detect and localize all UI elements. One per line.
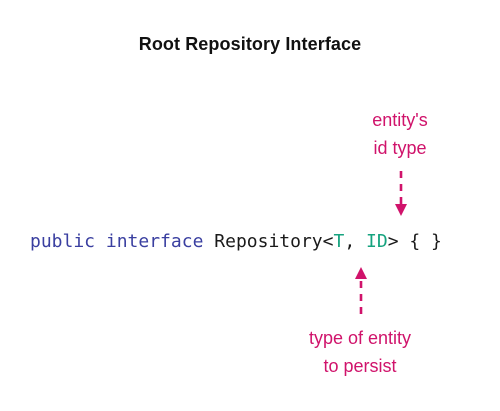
- type-param-id: ID: [366, 231, 388, 252]
- arrow-up-icon: [355, 267, 367, 317]
- type-param-t: T: [333, 231, 345, 252]
- entity-type-annotation-line2: to persist: [323, 356, 397, 376]
- id-type-annotation-line2: id type: [373, 138, 427, 158]
- keyword-public: public: [30, 231, 96, 252]
- keyword-interface: interface: [105, 231, 204, 252]
- entity-type-annotation: type of entity to persist: [270, 324, 450, 380]
- arrow-down-icon: [395, 171, 407, 216]
- id-type-annotation: entity's id type: [330, 106, 470, 162]
- id-type-annotation-line1: entity's: [372, 110, 428, 130]
- code-tail: > { }: [387, 231, 442, 252]
- diagram-title: Root Repository Interface: [138, 34, 362, 54]
- entity-type-annotation-line1: type of entity: [308, 328, 412, 348]
- interface-name: Repository<: [214, 231, 334, 252]
- type-param-separator: ,: [344, 231, 367, 252]
- code-line: public interface Repository<T, ID> { }: [30, 230, 442, 254]
